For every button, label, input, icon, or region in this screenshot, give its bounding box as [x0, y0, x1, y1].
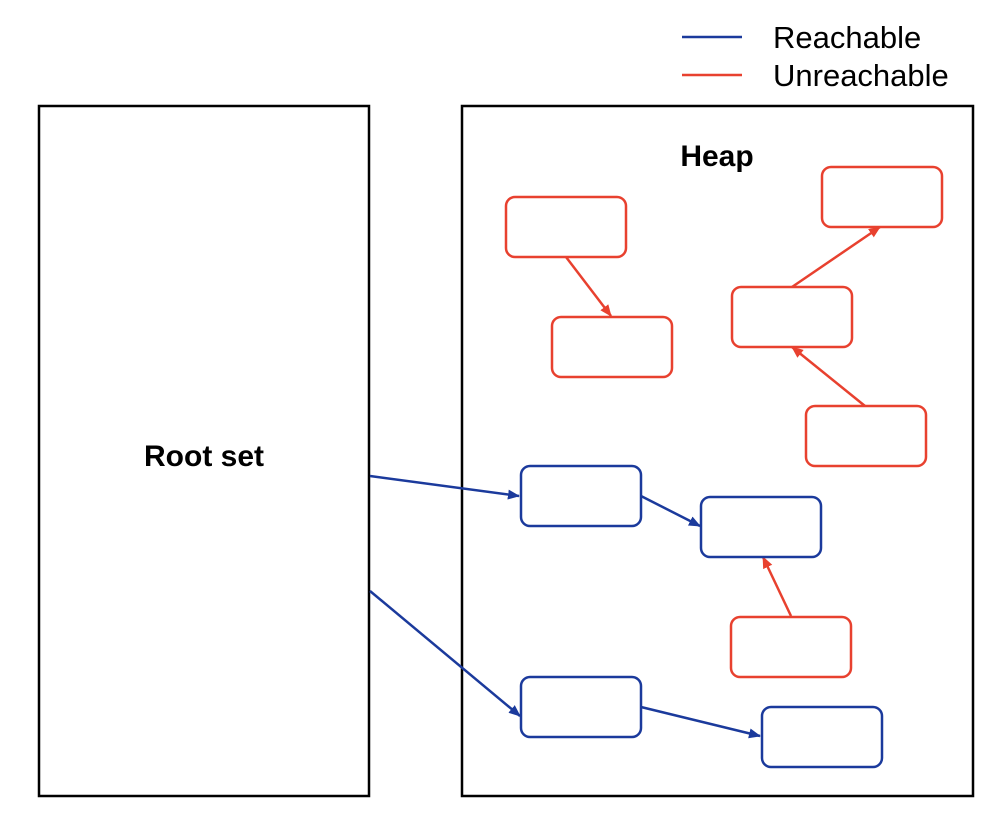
heap-objects [504, 165, 944, 769]
root-set-box [37, 104, 371, 798]
heap-object-u1 [504, 195, 628, 259]
heap-label: Heap [680, 140, 753, 173]
legend-label-unreachable: Unreachable [773, 58, 949, 93]
heap-object-r4 [760, 705, 884, 769]
edge-u3-to-u4 [791, 225, 881, 289]
root-set-region: Root set [37, 104, 371, 798]
heap-box [460, 104, 975, 798]
heap-object-u5 [804, 404, 928, 468]
heap-object-r3 [519, 675, 643, 739]
edge-u1-to-u2 [565, 256, 612, 317]
heap-object-u6 [729, 615, 853, 679]
heap-object-u4 [820, 165, 944, 229]
heap-object-u3 [730, 285, 854, 349]
heap-object-r1 [519, 464, 643, 528]
edge-root-to-r3 [369, 590, 521, 717]
legend-label-reachable: Reachable [773, 20, 921, 55]
edges [369, 225, 881, 739]
heap-object-r2 [699, 495, 823, 559]
root-set-label: Root set [144, 440, 264, 473]
heap-object-u2 [550, 315, 674, 379]
legend-item-reachable: Reachable [682, 20, 921, 55]
heap-region: Heap [460, 104, 975, 798]
edge-r3-to-r4 [640, 705, 761, 739]
edge-r1-to-r2 [640, 494, 701, 528]
legend-item-unreachable: Unreachable [682, 58, 949, 93]
legend: Reachable Unreachable [682, 20, 949, 93]
edge-u5-to-u3 [791, 346, 866, 407]
edge-root-to-r1 [369, 474, 520, 500]
edge-u6-to-r2 [761, 556, 793, 617]
